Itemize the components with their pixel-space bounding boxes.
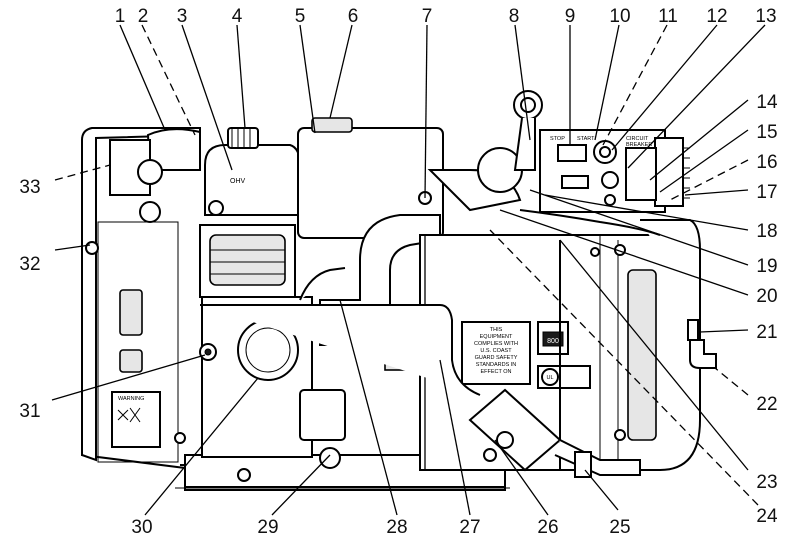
callout-4: 4: [232, 6, 243, 27]
leader-lines: [51, 24, 766, 516]
callout-1: 1: [115, 6, 126, 27]
callout-15: 15: [756, 122, 777, 143]
callout-6: 6: [348, 6, 359, 27]
callout-12: 12: [706, 6, 727, 27]
callout-26: 26: [537, 517, 558, 538]
callout-21: 21: [756, 322, 777, 343]
coast-guard-line-2: EQUIPMENT: [480, 334, 513, 340]
callout-24: 24: [756, 506, 778, 527]
callout-7: 7: [422, 6, 433, 27]
callout-13: 13: [755, 6, 776, 27]
callout-11: 11: [658, 6, 678, 27]
coast-guard-line-4: U.S. COAST: [480, 348, 512, 354]
generator-drawing: WARNING OHV: [81, 90, 717, 491]
callout-29: 29: [257, 517, 278, 538]
coast-guard-line-7: EFFECT ON: [480, 369, 511, 375]
callout-17: 17: [756, 182, 777, 203]
callout-5: 5: [295, 6, 306, 27]
circuit-label: CIRCUIT: [626, 136, 649, 142]
callout-10: 10: [609, 6, 630, 27]
callout-31: 31: [19, 401, 40, 422]
callout-22: 22: [756, 394, 777, 415]
callout-23: 23: [756, 472, 777, 493]
stop-label: STOP: [550, 136, 565, 142]
coast-guard-line-6: STANDARDS IN: [476, 362, 517, 368]
callout-30: 30: [131, 517, 152, 538]
breaker-label: BREAKER: [626, 142, 652, 148]
callout-3: 3: [177, 6, 188, 27]
callout-numbers: 1 2 3 4 5 6 7 8 9 10 11 12 13 14 15 16 1…: [19, 6, 778, 538]
callout-25: 25: [609, 517, 630, 538]
callout-19: 19: [756, 256, 777, 277]
coast-guard-line-3: COMPLIES WITH: [474, 341, 518, 347]
kw-rating-label: 800: [547, 338, 559, 345]
start-label: START: [577, 136, 595, 142]
callout-18: 18: [756, 221, 777, 242]
callout-8: 8: [509, 6, 520, 27]
coast-guard-line-1: THIS: [490, 327, 503, 333]
coast-guard-line-5: GUARD SAFETY: [475, 355, 518, 361]
warning-label: WARNING: [118, 396, 144, 402]
callout-2: 2: [138, 6, 149, 27]
callout-32: 32: [19, 254, 40, 275]
callout-9: 9: [565, 6, 576, 27]
ul-mark: UL: [546, 375, 553, 381]
callout-33: 33: [19, 177, 40, 198]
callout-14: 14: [756, 92, 778, 113]
callout-16: 16: [756, 152, 777, 173]
callout-28: 28: [386, 517, 407, 538]
callout-27: 27: [459, 517, 480, 538]
callout-20: 20: [756, 286, 777, 307]
ohv-label: OHV: [230, 178, 246, 185]
